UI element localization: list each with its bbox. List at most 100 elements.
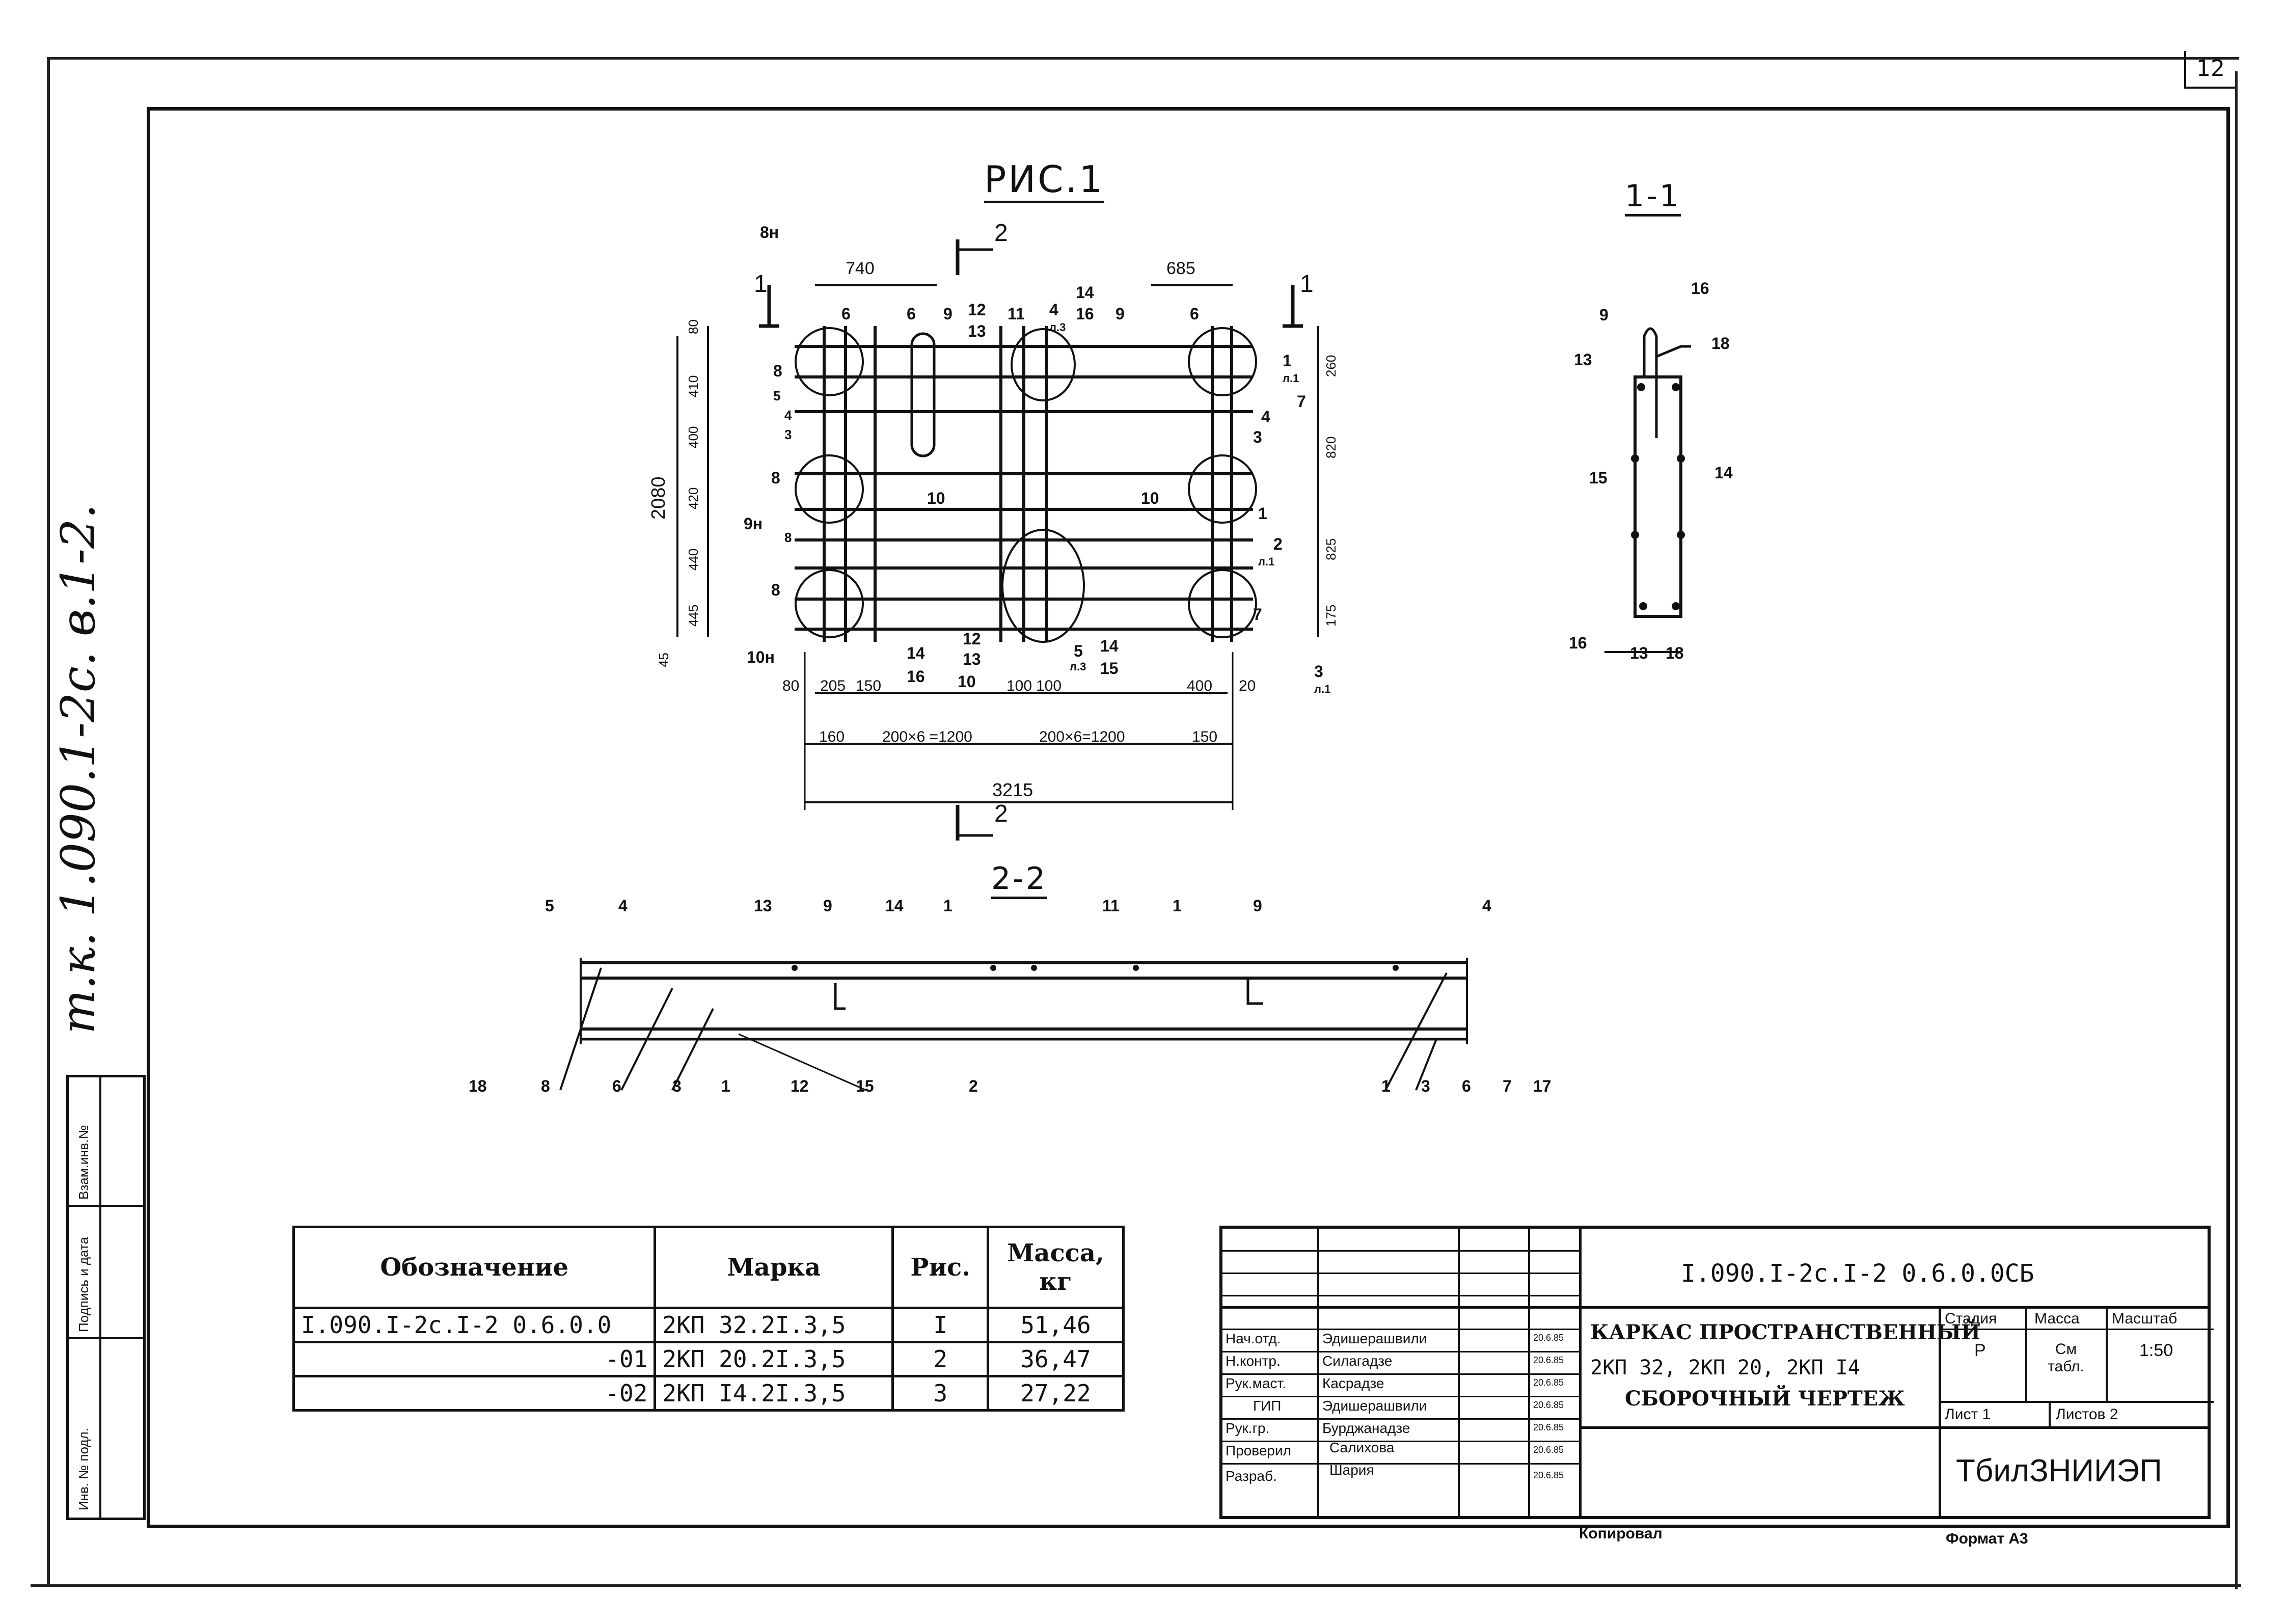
side-stamp-divider	[99, 1077, 101, 1518]
staff-role: Разраб.	[1226, 1468, 1277, 1484]
staff-name: Силагадзе	[1322, 1353, 1393, 1369]
dim-bottom-20: 20	[1239, 678, 1256, 694]
organization-name: ТбилЗНИИЭП	[1956, 1453, 2162, 1488]
staff-date: 20.6.85	[1533, 1400, 1564, 1410]
side-stamp: Инв. № подл. Подпись и дата Взам.инв.№	[66, 1075, 146, 1520]
dim-175: 175	[1323, 604, 1339, 627]
title-line-1: КАРКАС ПРОСТРАНСТВЕННЫЙ	[1590, 1320, 1980, 1344]
section-1-right-label: 1	[1300, 270, 1314, 297]
mark-label: 7	[1297, 392, 1306, 411]
spec-header: Марка	[654, 1226, 894, 1309]
mark-label: 8	[773, 362, 782, 380]
table-row: -02 2КП I4.2I.3,5 3 27,22	[292, 1375, 1125, 1412]
mark-label: 4	[1482, 897, 1491, 915]
mark-label: 6	[907, 305, 916, 323]
spec-cell: I	[891, 1307, 989, 1343]
mark-label: 6	[841, 305, 851, 323]
format-label: Формат А3	[1946, 1530, 2028, 1547]
stage-value: Р	[1974, 1341, 1986, 1360]
staff-role: Н.контр.	[1226, 1353, 1281, 1369]
staff-name: Салихова	[1329, 1440, 1395, 1455]
title-line-2: 2КП 32, 2КП 20, 2КП I4	[1590, 1356, 1860, 1379]
mark-label: 13	[1630, 644, 1648, 662]
title-block: I.090.I-2c.I-2 0.6.0.0СБ КАРКАС ПРОСТРАН…	[1219, 1226, 2214, 1519]
mark-label: л.1	[1258, 555, 1275, 568]
mark-label: 11	[1102, 897, 1120, 915]
mark-label: л.1	[1314, 683, 1331, 695]
mark-label: 3	[784, 427, 792, 442]
mark-label: 10н	[747, 648, 775, 666]
mark-label: 10	[958, 672, 976, 691]
mark-label: 6	[612, 1077, 621, 1095]
spec-cell: 2	[891, 1341, 989, 1377]
mark-label: 15	[1100, 659, 1119, 678]
mark-label: 1	[1258, 504, 1267, 523]
sheets-total: Листов 2	[2056, 1406, 2118, 1423]
side-stamp-divider	[69, 1337, 143, 1339]
mark-label: 3	[1314, 662, 1323, 681]
mark-label: 8	[771, 469, 780, 487]
page-number: 12	[2184, 51, 2235, 89]
dim-445: 445	[686, 604, 701, 627]
mark-label: 16	[907, 667, 925, 686]
mark-label: 5	[545, 897, 554, 915]
document-code: I.090.I-2c.I-2 0.6.0.0СБ	[1681, 1259, 2034, 1288]
fig1-title: РИС.1	[984, 158, 1105, 203]
mark-label: 16	[1691, 279, 1709, 297]
mark-label: 1	[1283, 351, 1292, 370]
spec-cell: 27,22	[986, 1375, 1125, 1412]
staff-date: 20.6.85	[1533, 1355, 1564, 1365]
mark-label: 17	[1533, 1077, 1552, 1095]
dim-685: 685	[1166, 259, 1195, 278]
spec-header: Рис.	[891, 1226, 989, 1309]
staff-date: 20.6.85	[1533, 1377, 1564, 1388]
spec-cell: 36,47	[986, 1341, 1125, 1377]
spec-cell: 2КП 32.2I.3,5	[654, 1307, 894, 1343]
mark-label: 5	[1074, 642, 1083, 660]
staff-date: 20.6.85	[1533, 1470, 1564, 1480]
dim-820: 820	[1323, 436, 1339, 458]
dim-400: 400	[686, 426, 701, 448]
staff-date: 20.6.85	[1533, 1422, 1564, 1432]
table-row: I.090.I-2c.I-2 0.6.0.0 2КП 32.2I.3,5 I 5…	[292, 1307, 1125, 1343]
mark-label: 13	[754, 897, 772, 915]
stage-header: Стадия	[1945, 1310, 1997, 1327]
side-stamp-divider	[69, 1205, 143, 1207]
outer-border-left	[47, 57, 50, 1585]
mark-label: 8н	[760, 223, 779, 241]
mark-label: 18	[469, 1077, 487, 1095]
copied-label: Копировал	[1579, 1525, 1663, 1542]
mark-label: 4	[618, 897, 628, 915]
spec-cell: 51,46	[986, 1307, 1125, 1343]
mark-label: 9	[1599, 306, 1609, 324]
staff-name: Шария	[1329, 1462, 1374, 1478]
outer-border-right	[2235, 71, 2238, 1589]
scale-header: Масштаб	[2112, 1310, 2178, 1327]
mark-label: 4	[1049, 301, 1058, 319]
scale-value: 1:50	[2139, 1341, 2173, 1360]
mark-label: 3	[1421, 1077, 1430, 1095]
dim-200x6-right: 200×6=1200	[1039, 728, 1125, 745]
dim-3215: 3215	[992, 779, 1033, 800]
dim-160: 160	[819, 728, 845, 745]
mark-label: 15	[856, 1077, 874, 1095]
mark-label: л.1	[1283, 372, 1299, 385]
mark-label: 14	[1100, 637, 1119, 655]
mark-label: 3	[1253, 428, 1262, 446]
mark-label: 1	[943, 897, 953, 915]
staff-role: ГИП	[1253, 1398, 1282, 1414]
mark-label: 6	[1462, 1077, 1471, 1095]
mark-label: 1	[721, 1077, 730, 1095]
mark-label: 7	[1253, 605, 1262, 624]
dim-825: 825	[1323, 538, 1339, 560]
staff-name: Эдишерашвили	[1322, 1331, 1427, 1346]
dim-bottom-80: 80	[782, 678, 800, 694]
dim-bottom-205: 205	[820, 678, 846, 694]
mark-label: 12	[968, 301, 986, 319]
mark-label: 9	[1253, 897, 1262, 915]
mark-label: 18	[1666, 644, 1684, 662]
mark-label: 9	[1115, 305, 1125, 323]
dim-2080: 2080	[648, 476, 669, 520]
section-2-bottom-label: 2	[994, 800, 1008, 827]
